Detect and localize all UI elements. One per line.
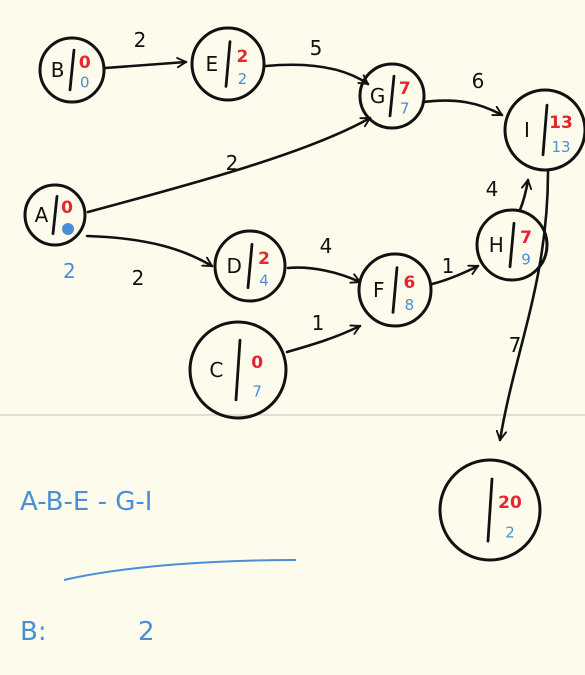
node-divider bbox=[68, 48, 76, 92]
node-early-time: 0 bbox=[61, 198, 73, 218]
node-early-time: 7 bbox=[520, 228, 532, 248]
node-divider bbox=[391, 266, 399, 314]
node-circle bbox=[357, 252, 433, 328]
slack-note-value: 2 bbox=[138, 617, 155, 647]
edge-i-j bbox=[500, 170, 550, 442]
edge-h-i bbox=[518, 178, 528, 212]
node-c: C 0 7 bbox=[188, 320, 288, 420]
edge-weight-a-d: 2 bbox=[132, 266, 145, 290]
edge-f-h bbox=[430, 264, 480, 286]
slack-note-label: B: bbox=[20, 617, 47, 647]
node-circle bbox=[475, 208, 549, 282]
node-divider bbox=[234, 338, 242, 402]
node-circle bbox=[38, 36, 106, 104]
edge-b-e bbox=[103, 62, 188, 70]
edge-e-g bbox=[264, 63, 370, 86]
node-late-time: 9 bbox=[521, 250, 531, 268]
node-late-time: 8 bbox=[405, 296, 415, 314]
node-circle bbox=[188, 320, 288, 420]
node-late-time: 7 bbox=[252, 382, 262, 400]
node-i: I 13 13 bbox=[503, 88, 585, 172]
node-late-time: 4 bbox=[259, 271, 269, 289]
node-label: D bbox=[227, 254, 242, 278]
node-circle bbox=[190, 26, 266, 102]
edge-weight-d-f: 4 bbox=[320, 234, 333, 258]
node-divider bbox=[51, 194, 59, 236]
edge-weight-c-f: 1 bbox=[312, 311, 325, 335]
edge-d-f bbox=[286, 266, 362, 282]
node-circle bbox=[358, 62, 426, 130]
edge-weight-e-g: 5 bbox=[310, 36, 323, 60]
underline-stroke bbox=[63, 559, 297, 581]
node-label: C bbox=[209, 358, 223, 382]
node-label: E bbox=[205, 52, 218, 76]
edge-weight-b-e: 2 bbox=[134, 28, 147, 52]
node-label: H bbox=[489, 233, 504, 257]
edge-a-d bbox=[85, 234, 214, 268]
node-late-time: 2 bbox=[238, 70, 248, 88]
node-divider bbox=[388, 74, 396, 118]
node-early-time: 20 bbox=[498, 493, 522, 513]
critical-path-note: A-B-E - G-I bbox=[20, 487, 152, 517]
edge-weight-a-g: 2 bbox=[226, 151, 239, 175]
node-early-time: 2 bbox=[258, 249, 270, 269]
node-label: B bbox=[51, 58, 65, 82]
node-divider bbox=[224, 40, 232, 88]
edge-c-f bbox=[285, 326, 362, 354]
node-circle bbox=[213, 229, 287, 303]
node-j: 20 2 bbox=[438, 458, 542, 562]
node-label: I bbox=[524, 118, 530, 142]
edge-weight-h-i: 4 bbox=[486, 177, 499, 201]
node-divider bbox=[541, 103, 549, 157]
node-label: F bbox=[373, 278, 385, 302]
node-early-time: 0 bbox=[251, 353, 263, 373]
edge-weight-f-h: 1 bbox=[442, 254, 455, 278]
node-early-time: 7 bbox=[399, 79, 411, 99]
edges-layer: 2 5 6 2 2 4 1 1 4 7 bbox=[85, 28, 550, 442]
node-a-late-mark bbox=[62, 223, 74, 235]
node-divider bbox=[508, 221, 516, 269]
node-early-time: 2 bbox=[236, 47, 248, 67]
edge-a-g bbox=[86, 116, 372, 214]
node-early-time: 13 bbox=[549, 113, 573, 133]
node-divider bbox=[486, 477, 494, 543]
node-circle bbox=[503, 88, 585, 172]
node-early-time: 0 bbox=[79, 53, 91, 73]
node-divider bbox=[246, 242, 254, 290]
node-late-time: 7 bbox=[400, 100, 410, 118]
node-early-time: 6 bbox=[403, 273, 415, 293]
node-label: A bbox=[35, 203, 49, 227]
slack-a-value: 2 bbox=[63, 259, 76, 283]
edge-weight-i-j: 7 bbox=[509, 333, 522, 357]
edge-g-i bbox=[421, 99, 504, 117]
node-circle bbox=[23, 183, 87, 247]
node-circle bbox=[438, 458, 542, 562]
node-late-time: 13 bbox=[551, 138, 570, 156]
edge-weight-g-i: 6 bbox=[472, 69, 485, 93]
node-late-time: 0 bbox=[80, 74, 90, 92]
node-label: G bbox=[370, 84, 386, 108]
node-late-time: 2 bbox=[505, 524, 515, 542]
